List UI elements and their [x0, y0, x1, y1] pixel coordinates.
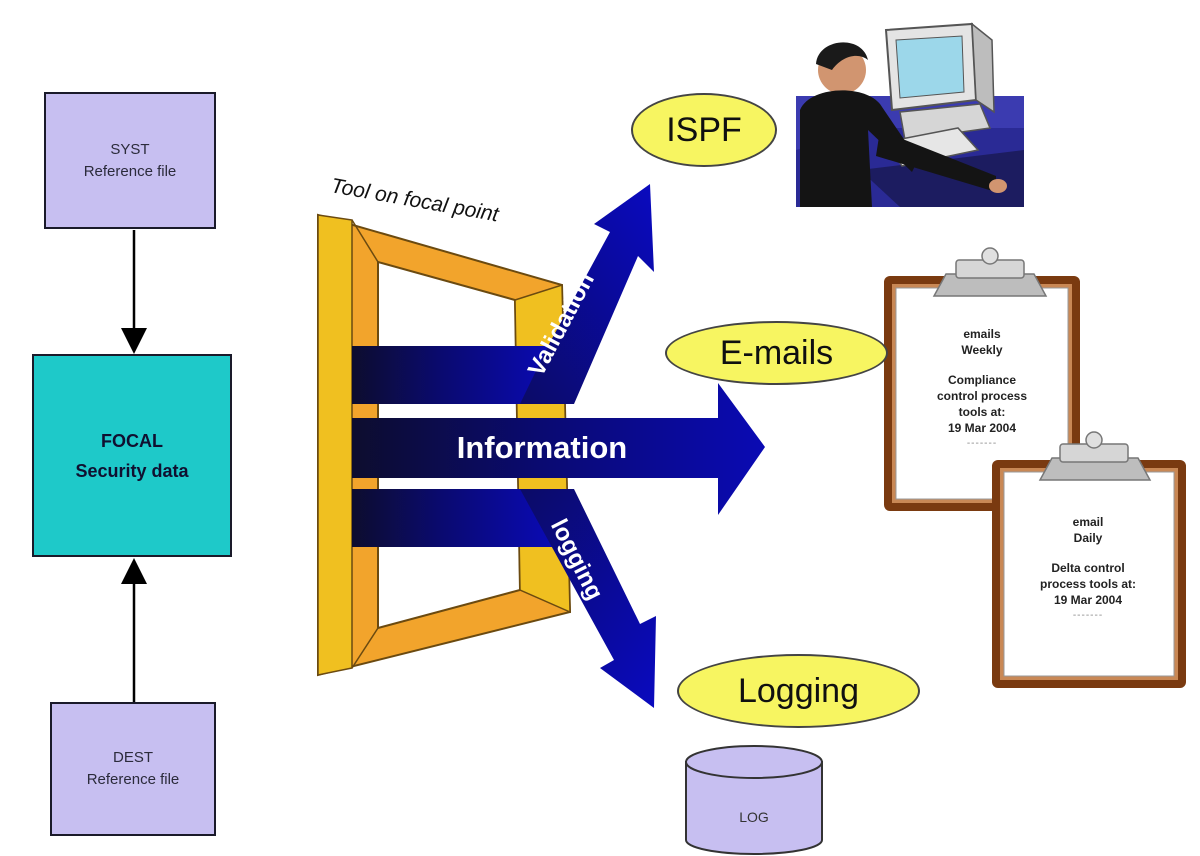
information-arrow [352, 383, 765, 515]
weekly-notice-date: 19 Mar 2004 [947, 421, 1017, 435]
clipboard-icon [992, 431, 1186, 688]
emails-label: E-mails [719, 333, 834, 372]
ispf-callout: ISPF [631, 93, 777, 167]
ispf-label: ISPF [666, 110, 742, 149]
weekly-email-notice: emails Weekly Compliance control process… [904, 326, 1060, 452]
daily-notice-line: process tools at: [1039, 577, 1137, 591]
focal-security-data-box: FOCAL Security data [32, 354, 232, 557]
daily-notice-dots: ------- [1072, 610, 1104, 621]
dest-box-title: DEST [112, 749, 153, 766]
daily-email-notice: email Daily Delta control process tools … [1010, 514, 1166, 624]
log-store-label: LOG [739, 809, 769, 825]
user-at-computer-icon [796, 22, 1024, 207]
logging-callout: Logging [677, 654, 920, 728]
validation-flow-bar [352, 346, 552, 404]
logging-flow-bar [352, 489, 552, 547]
daily-notice-line: Daily [1073, 531, 1103, 545]
focal-box-title: FOCAL [101, 430, 163, 451]
syst-box-title: SYST [110, 140, 150, 158]
weekly-notice-line: Weekly [961, 343, 1003, 357]
daily-notice-line: email [1072, 515, 1104, 529]
focal-box-subtitle: Security data [75, 460, 189, 481]
database-cylinder-icon [685, 745, 823, 855]
logging-output-label: Logging [737, 671, 859, 710]
weekly-notice-line: tools at: [958, 405, 1006, 419]
logging-arrow [520, 489, 656, 708]
weekly-notice-dots: ------- [966, 438, 998, 449]
tool-caption: Tool on focal point [329, 174, 501, 226]
syst-to-focal-arrowhead [121, 328, 147, 354]
dest-to-focal-arrowhead [121, 558, 147, 584]
emails-callout: E-mails [665, 321, 888, 385]
daily-notice-line: Delta control [1051, 561, 1125, 575]
dest-box-subtitle: Reference file [86, 771, 180, 788]
syst-reference-file-box: SYST Reference file [44, 92, 216, 229]
dest-reference-file-box: DEST Reference file [50, 702, 216, 836]
weekly-notice-line: Compliance [947, 373, 1016, 387]
weekly-notice-line: emails [963, 327, 1001, 341]
daily-notice-date: 19 Mar 2004 [1053, 593, 1123, 607]
weekly-notice-line: control process [936, 389, 1028, 403]
information-flow-label: Information [457, 430, 628, 465]
syst-box-subtitle: Reference file [83, 162, 177, 180]
validation-arrow [520, 184, 654, 404]
